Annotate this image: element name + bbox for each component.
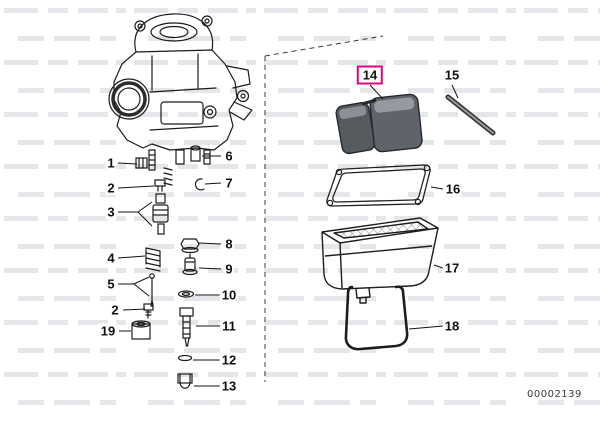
part-label-18[interactable]: 18: [442, 318, 462, 334]
part-label-8[interactable]: 8: [223, 236, 235, 252]
float-bowl: [321, 217, 439, 304]
guide-lines: [264, 35, 384, 382]
part-label-2[interactable]: 2: [105, 180, 117, 196]
floats: [335, 93, 423, 155]
part-label-9[interactable]: 9: [223, 261, 235, 277]
part-label-17[interactable]: 17: [442, 260, 462, 276]
leader-lines: [117, 84, 459, 387]
part-label-15[interactable]: 15: [442, 67, 462, 83]
bowl-gasket: [326, 164, 431, 207]
document-number: 00002139: [527, 389, 582, 400]
part-label-16[interactable]: 16: [443, 181, 463, 197]
part-label-2b[interactable]: 2: [109, 302, 121, 318]
small-parts: [131, 145, 205, 389]
float-pin: [445, 94, 496, 136]
part-label-4[interactable]: 4: [105, 250, 117, 266]
part-label-7[interactable]: 7: [223, 175, 235, 191]
part-label-5[interactable]: 5: [105, 276, 117, 292]
part-label-3[interactable]: 3: [105, 204, 117, 220]
part-label-19[interactable]: 19: [98, 323, 118, 339]
part-label-13[interactable]: 13: [219, 378, 239, 394]
part-label-12[interactable]: 12: [219, 352, 239, 368]
part-label-1[interactable]: 1: [105, 155, 117, 171]
part-label-6[interactable]: 6: [223, 148, 235, 164]
retaining-clip: [344, 285, 409, 351]
carburetor-body: [108, 13, 253, 186]
part-label-14-highlighted[interactable]: 14: [356, 65, 384, 85]
part-label-11[interactable]: 11: [220, 318, 238, 334]
part-label-10[interactable]: 10: [219, 287, 239, 303]
